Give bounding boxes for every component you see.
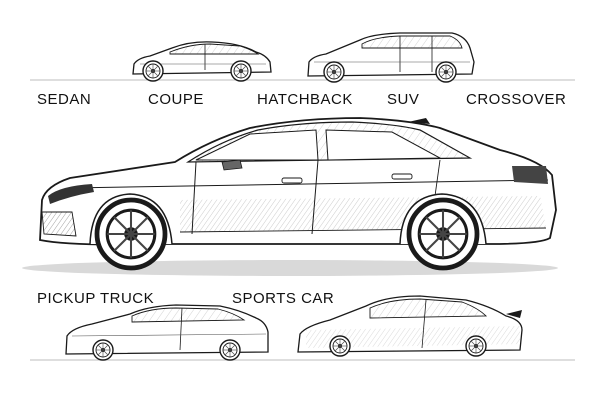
top-right-car-sketch <box>307 32 475 83</box>
top-left-car-sketch <box>132 41 272 82</box>
bottom-left-car-sketch <box>65 304 269 361</box>
main-car-sketch <box>39 117 557 268</box>
label-crossover: CROSSOVER <box>466 91 567 108</box>
label-hatchback: HATCHBACK <box>257 91 353 108</box>
bottom-right-car-sketch <box>297 295 523 357</box>
main-car-shadow <box>22 260 558 276</box>
label-sports-car: SPORTS CAR <box>232 290 335 307</box>
label-pickup-truck: PICKUP TRUCK <box>37 290 155 307</box>
label-coupe: COUPE <box>148 91 204 108</box>
label-suv: SUV <box>387 91 420 108</box>
label-sedan: SEDAN <box>37 91 92 108</box>
